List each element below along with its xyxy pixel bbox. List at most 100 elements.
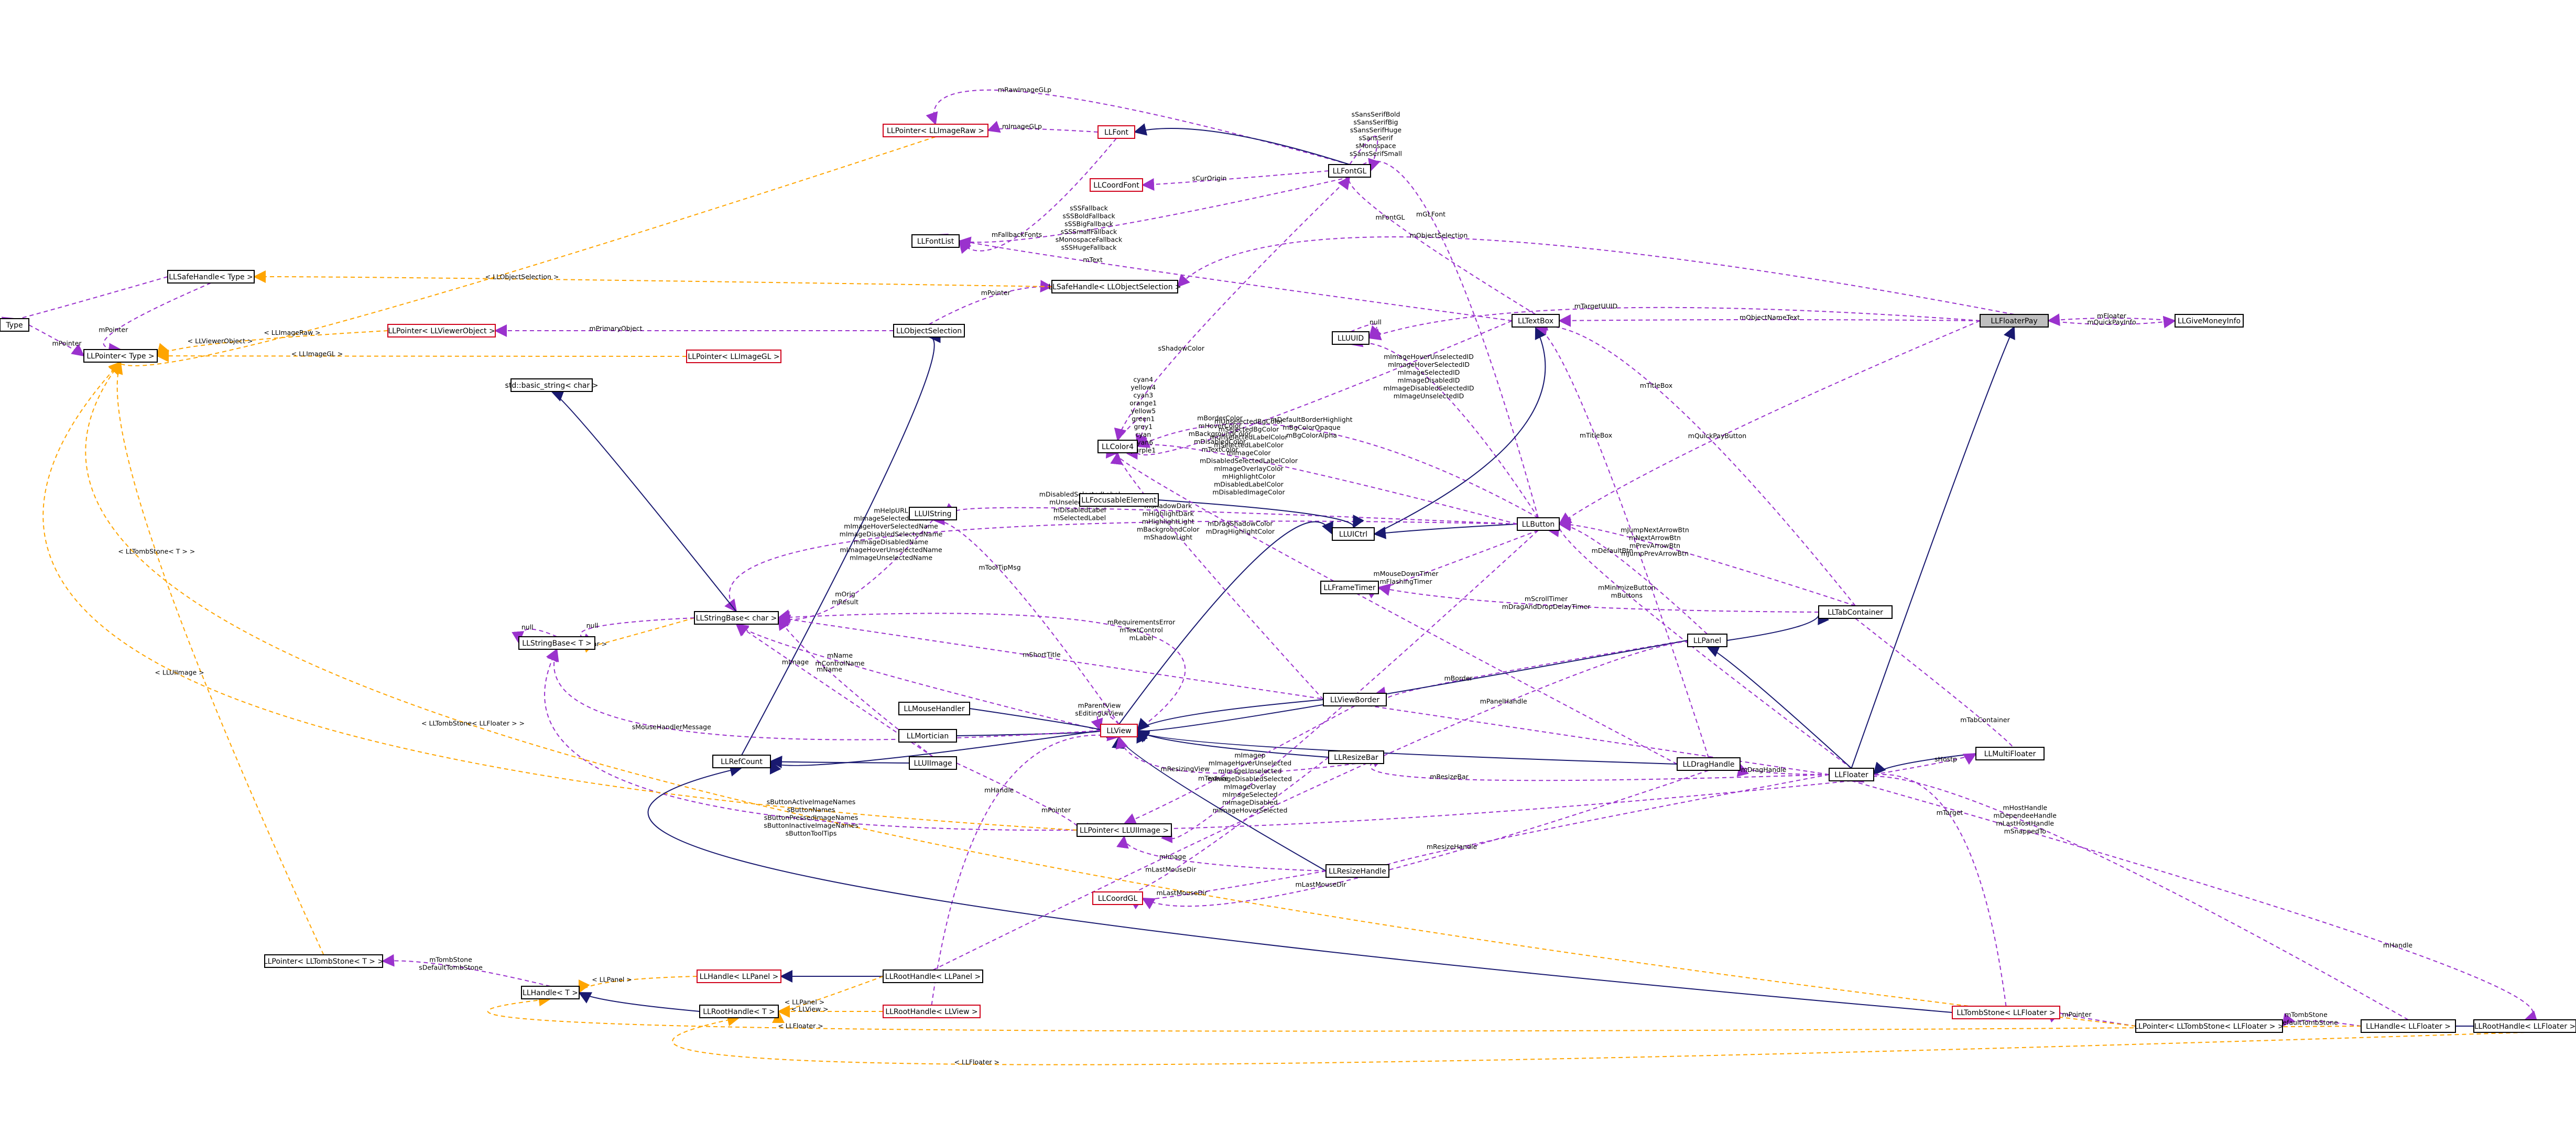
- class-node-llhandle-llfloater[interactable]: LLHandle< LLFloater >: [2361, 1019, 2456, 1033]
- class-node-llpointer-llimagegl[interactable]: LLPointer< LLImageGL >: [686, 350, 781, 363]
- class-node-lldraghandle[interactable]: LLDragHandle: [1677, 757, 1741, 771]
- class-node-llbutton[interactable]: LLButton: [1517, 517, 1560, 531]
- edge-llfloater-to-lldraghandle: [1736, 763, 1830, 777]
- class-node-box: [712, 755, 771, 768]
- class-node-llpanel[interactable]: LLPanel: [1687, 634, 1727, 647]
- edge-label-m-image: mImage: [782, 658, 809, 666]
- class-node-lluictrl[interactable]: LLUICtrl: [1332, 527, 1375, 541]
- class-node-label: LLRootHandle< T >: [703, 1008, 775, 1016]
- class-node-llresizebar[interactable]: LLResizeBar: [1328, 750, 1384, 764]
- class-node-llview[interactable]: LLView: [1100, 724, 1138, 737]
- edge-llhandle_llfloater-to-llpointer_lltombstone_llfloater: [2281, 1013, 2362, 1027]
- edge-llpointer_lltombstone_t-to-llpointer_type: [111, 361, 324, 955]
- class-node-llmousehandler[interactable]: LLMouseHandler: [898, 702, 970, 715]
- edge-label-m-border: mBorder: [1444, 674, 1473, 682]
- edge-label-llobjectselection-tpl: < LLObjectSelection >: [485, 273, 559, 281]
- class-node-box: [2135, 1019, 2283, 1033]
- edge-llrefcount-to-llobjectselection: [741, 330, 941, 756]
- class-node-label: LLStringBase< char >: [696, 614, 777, 623]
- class-node-label: LLFrameTimer: [1323, 584, 1375, 592]
- class-node-label: LLPointer< LLUIImage >: [1080, 826, 1169, 835]
- edge-label-m-quick-pay-button: mQuickPayButton: [1688, 432, 1746, 440]
- class-node-llobjectselection[interactable]: LLObjectSelection: [893, 324, 965, 337]
- edge-llfontgl-to-llfont: [1134, 123, 1350, 165]
- class-node-llcoordfont[interactable]: LLCoordFont: [1090, 178, 1143, 192]
- edge-label-tombstone-llfloater-tpl: < LLTombStone< LLFloater > >: [421, 720, 525, 727]
- class-node-lluiimage[interactable]: LLUIImage: [909, 756, 957, 770]
- edge-llfontgl-to-llfontgl: [1349, 136, 1381, 172]
- class-node-llfocusableelement[interactable]: LLFocusableElement: [1079, 493, 1159, 507]
- class-node-std-string[interactable]: std::basic_string< char >: [505, 378, 599, 392]
- class-node-llgivemoneyinfo[interactable]: LLGiveMoneyInfo: [2175, 314, 2244, 328]
- class-node-llcoordgl[interactable]: LLCoordGL: [1092, 891, 1143, 905]
- edge-label-m-text: mText: [1083, 256, 1103, 264]
- class-node-llpointer-type[interactable]: LLPointer< Type >: [83, 349, 158, 363]
- class-node-lluuid[interactable]: LLUUID: [1332, 331, 1369, 345]
- edge-label-m-pointer-sel: mPointer: [981, 289, 1011, 297]
- class-node-llfloater[interactable]: LLFloater: [1829, 768, 1874, 781]
- class-node-lltombstone-llfloater[interactable]: LLTombStone< LLFloater >: [1952, 1006, 2060, 1019]
- edge-llcolor4-to-llcolor4: [1117, 417, 1148, 448]
- edge-lltombstone_llfloater-to-llfloater: [1850, 771, 2007, 1007]
- edge-llroothandle_llview-to-llview: [931, 728, 1120, 1006]
- edge-label-m-last-mouse-dir3: mLastMouseDir: [1295, 880, 1346, 888]
- edge-lltabcontainer-to-lltextbox: [1535, 318, 1856, 606]
- class-node-label: LLUICtrl: [1339, 530, 1367, 539]
- edge-lluictrl-to-lltextbox: [1374, 326, 1547, 535]
- class-node-llroothandle-llfloater[interactable]: LLRootHandle< LLFloater >: [2473, 1019, 2576, 1033]
- class-node-box: [1077, 823, 1172, 837]
- class-node-label: LLRootHandle< LLView >: [885, 1008, 977, 1016]
- class-node-label: LLFocusableElement: [1081, 496, 1157, 505]
- edge-lldraghandle-to-llcoordgl: [1142, 770, 1709, 910]
- class-node-llroothandle-t[interactable]: LLRootHandle< T >: [699, 1005, 779, 1018]
- edge-lltextbox-to-llcolor4: [1126, 320, 1513, 460]
- class-node-llpointer-lltombstone-t[interactable]: LLPointer< LLTombStone< T > >: [264, 954, 384, 968]
- class-node-lltextbox[interactable]: LLTextBox: [1512, 314, 1560, 328]
- edge-llview-to-lluistring: [932, 513, 1119, 725]
- edge-llview-to-llrefcount: [770, 730, 1101, 775]
- class-node-llfontlist[interactable]: LLFontList: [911, 234, 960, 248]
- class-node-llstringbase-char[interactable]: LLStringBase< char >: [694, 611, 779, 625]
- edge-label-llpanel-tpl2: < LLPanel >: [785, 998, 825, 1006]
- class-node-llsafehandle-type[interactable]: LLSafeHandle< Type >: [167, 270, 255, 284]
- class-node-label: LLViewBorder: [1330, 696, 1379, 704]
- edge-lltombstone_llfloater-to-llrefcount: [647, 764, 1953, 1013]
- edge-type-to-llpointer_type: [28, 324, 85, 357]
- class-node-label: LLFloaterPay: [1991, 317, 2037, 325]
- edge-label-m-resizing-view: mResizingView: [1160, 765, 1210, 773]
- edge-label-m-quick-pay-info: mQuickPayInfo: [2087, 318, 2136, 326]
- class-node-llcolor4[interactable]: LLColor4: [1097, 440, 1138, 453]
- class-node-llsafehandle-llobjectselection[interactable]: LLSafeHandle< LLObjectSelection >: [1048, 280, 1181, 293]
- class-node-type[interactable]: Type: [0, 318, 29, 332]
- class-node-llviewborder[interactable]: LLViewBorder: [1323, 693, 1387, 706]
- class-node-llframetimer[interactable]: LLFrameTimer: [1320, 581, 1379, 594]
- class-node-llfontgl[interactable]: LLFontGL: [1328, 164, 1371, 178]
- class-node-llpointer-lltombstone-llfloater[interactable]: LLPointer< LLTombStone< LLFloater > >: [2134, 1019, 2284, 1033]
- edge-label-m-resize-handle: mResizeHandle: [1427, 843, 1477, 851]
- class-node-llroothandle-llpanel[interactable]: LLRootHandle< LLPanel >: [883, 970, 983, 983]
- edge-llfontgl-to-llfontlist: [958, 177, 1350, 249]
- class-node-llroothandle-llview[interactable]: LLRootHandle< LLView >: [883, 1005, 981, 1018]
- edge-llfloater-to-llstringbase_char: [777, 610, 1830, 775]
- edge-label-m-object-name-text: mObjectNameText: [1740, 313, 1800, 321]
- class-node-llrefcount[interactable]: LLRefCount: [712, 755, 771, 768]
- class-node-llpointer-lluiimage[interactable]: LLPointer< LLUIImage >: [1077, 823, 1172, 837]
- class-node-lltabcontainer[interactable]: LLTabContainer: [1818, 605, 1893, 619]
- class-node-label: Type: [5, 321, 23, 330]
- class-node-llfloaterpay[interactable]: LLFloaterPay: [1980, 314, 2049, 328]
- class-node-llresizehandle[interactable]: LLResizeHandle: [1325, 864, 1389, 878]
- edge-llviewborder-to-llpointer_lluiimage: [1123, 705, 1355, 825]
- edge-llpanel-to-llview: [1136, 640, 1688, 742]
- class-node-llpointer-llimageraw[interactable]: LLPointer< LLImageRaw >: [883, 124, 988, 137]
- class-node-llstringbase-t[interactable]: LLStringBase< T >: [518, 636, 595, 650]
- class-node-llpointer-llviewerobject[interactable]: LLPointer< LLViewerObject >: [387, 324, 496, 337]
- class-node-llhandle-llpanel[interactable]: LLHandle< LLPanel >: [697, 970, 781, 983]
- class-node-llmultifloater[interactable]: LLMultiFloater: [1975, 747, 2045, 760]
- class-node-llfont[interactable]: LLFont: [1097, 125, 1135, 139]
- class-node-lluistring[interactable]: LLUIString: [909, 507, 957, 520]
- class-node-llmortician[interactable]: LLMortician: [898, 729, 957, 743]
- class-node-llhandle-t[interactable]: LLHandle< T >: [521, 986, 580, 999]
